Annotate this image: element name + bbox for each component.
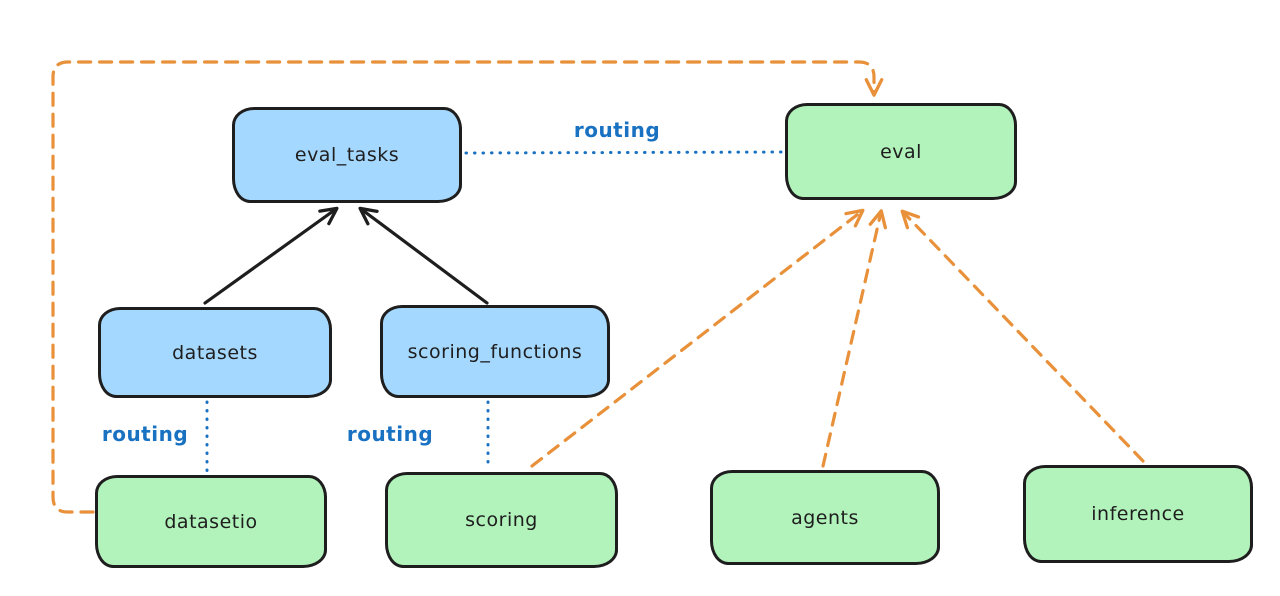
node-eval: eval	[785, 103, 1017, 200]
node-scoring: scoring	[385, 472, 618, 568]
edge-datasets-to-eval_tasks	[203, 206, 339, 305]
edge-agents-to-eval	[821, 209, 887, 468]
node-datasetio: datasetio	[95, 475, 327, 568]
routing-label-scoring-functions-scoring: routing	[346, 422, 434, 446]
node-datasets-label: datasets	[172, 341, 258, 364]
routing-label-datasets-datasetio: routing	[101, 422, 189, 446]
node-datasetio-label: datasetio	[164, 510, 258, 533]
node-eval-tasks: eval_tasks	[232, 107, 462, 203]
node-agents-label: agents	[791, 506, 859, 529]
node-scoring-functions: scoring_functions	[380, 305, 610, 398]
node-eval-tasks-label: eval_tasks	[294, 144, 400, 166]
node-eval-label: eval	[880, 140, 922, 163]
node-inference: inference	[1023, 465, 1253, 563]
node-agents: agents	[710, 470, 940, 565]
edge-eval_tasks-to-eval-routing	[464, 150, 786, 155]
node-inference-label: inference	[1091, 503, 1185, 525]
node-scoring-label: scoring	[465, 509, 538, 531]
node-scoring-functions-label: scoring_functions	[407, 340, 583, 363]
routing-label-eval-tasks-eval: routing	[573, 118, 661, 142]
node-datasets: datasets	[98, 307, 332, 398]
edge-inference-to-eval	[900, 209, 1145, 463]
edge-scoring_functions-to-eval_tasks	[358, 206, 489, 305]
